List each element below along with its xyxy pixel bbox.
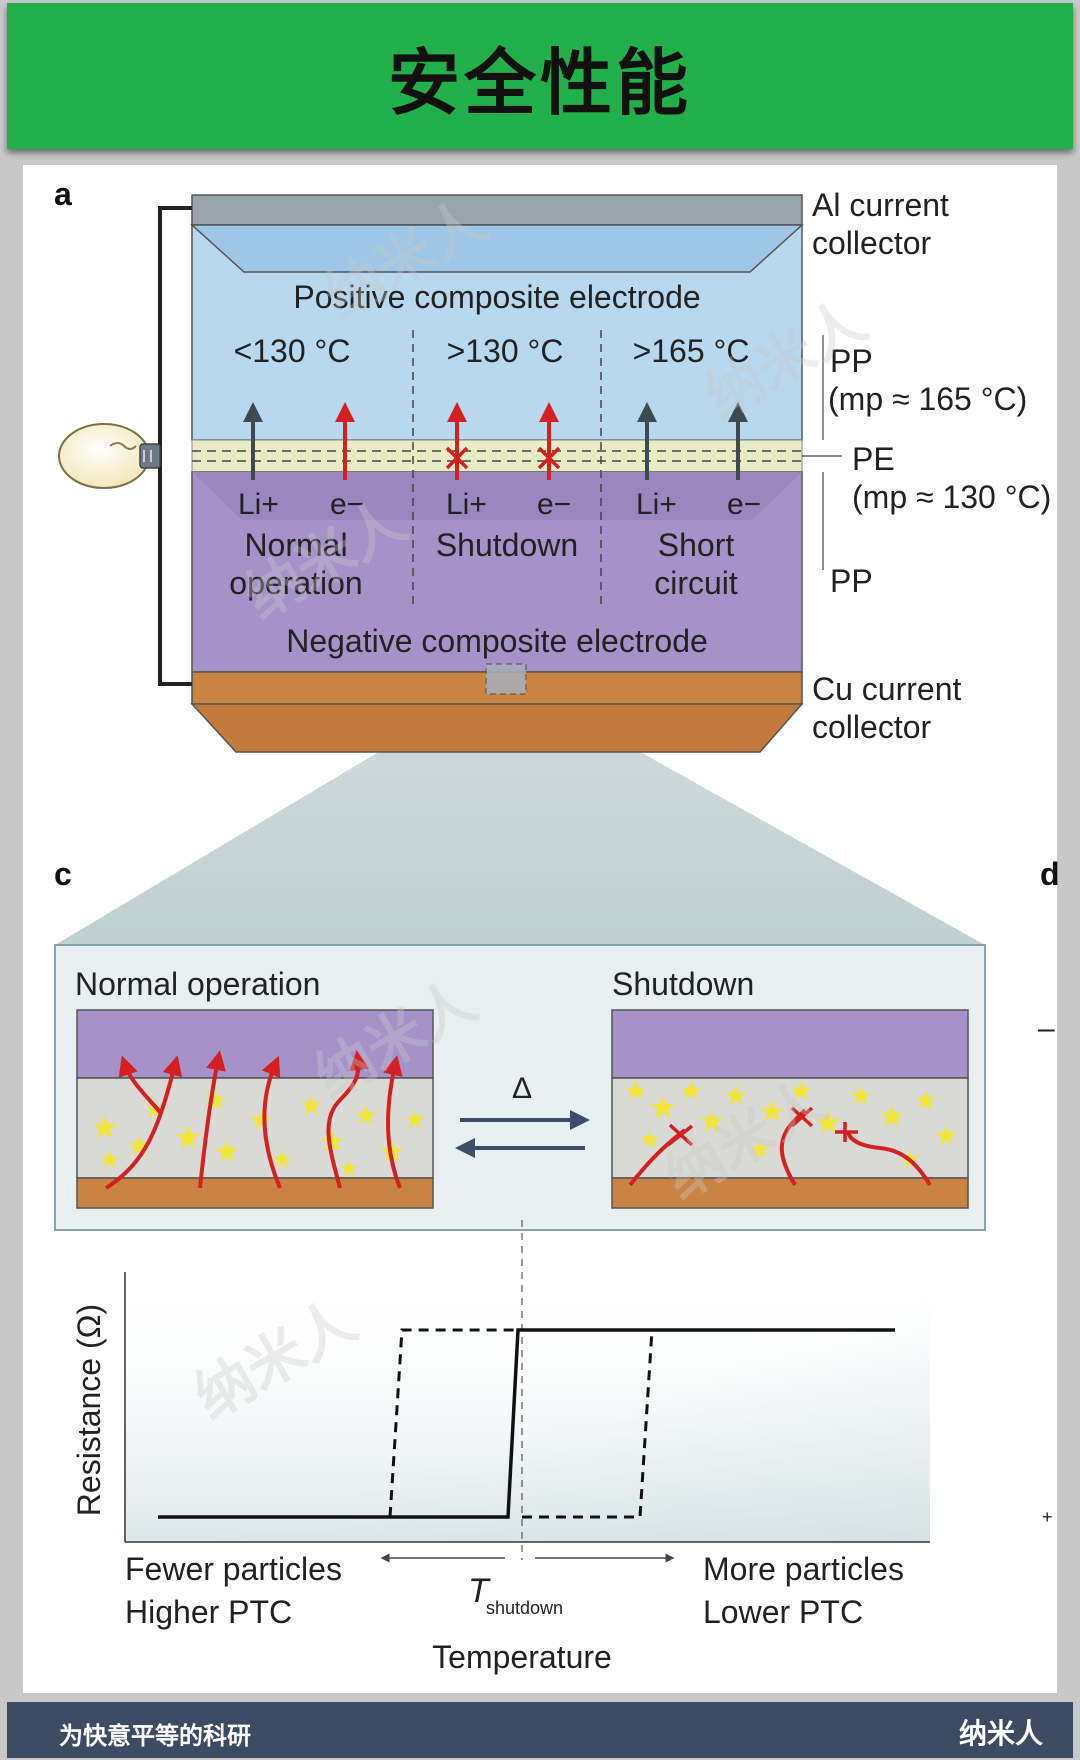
right-note-line1: More particles bbox=[703, 1551, 904, 1587]
pp-bottom-label: PP bbox=[830, 563, 873, 599]
inset-shutdown-title: Shutdown bbox=[612, 966, 754, 1002]
tshutdown-subscript: shutdown bbox=[486, 1598, 563, 1618]
external-circuit-wire bbox=[158, 206, 192, 686]
normal-operation-tile bbox=[76, 1009, 434, 1209]
inset-normal-title: Normal operation bbox=[75, 966, 320, 1002]
pe-mp: (mp ≈ 130 °C) bbox=[852, 479, 1051, 515]
al-current-collector bbox=[191, 194, 803, 226]
edge-plus: + bbox=[1042, 1507, 1053, 1527]
left-note-line2: Higher PTC bbox=[125, 1594, 292, 1630]
zoom-region bbox=[485, 663, 527, 695]
ptc-curve-solid bbox=[158, 1328, 895, 1519]
cu-collector-label-1: Cu current bbox=[812, 671, 962, 707]
pp-top-label: PP bbox=[830, 343, 873, 379]
e-label-normal: e− bbox=[330, 488, 364, 521]
title-banner: 安全性能 bbox=[7, 3, 1073, 149]
graph-xlabel: Temperature bbox=[432, 1639, 612, 1675]
state-shutdown: Shutdown bbox=[436, 527, 578, 563]
li-label-normal: Li+ bbox=[238, 488, 279, 521]
e-label-shutdown: e− bbox=[537, 488, 571, 521]
negative-electrode-label: Negative composite electrode bbox=[286, 623, 708, 659]
pe-label: PE bbox=[852, 441, 895, 477]
graph-shade bbox=[125, 1272, 930, 1542]
negative-electrode-face bbox=[192, 472, 802, 520]
zoom-funnel bbox=[55, 688, 985, 945]
state-normal-line2: operation bbox=[229, 565, 362, 601]
blocked-marks-shutdown bbox=[445, 446, 561, 470]
cu-collector-label-2: collector bbox=[812, 709, 932, 745]
li-label-shutdown: Li+ bbox=[446, 488, 487, 521]
graph-ylabel: Resistance (Ω) bbox=[71, 1304, 107, 1516]
ptc-curve-dashed-low bbox=[388, 1328, 522, 1518]
left-note-line1: Fewer particles bbox=[125, 1551, 342, 1587]
delta-symbol: Δ bbox=[512, 1072, 532, 1105]
separator-stack bbox=[191, 439, 803, 473]
temp-label-short: >165 °C bbox=[633, 333, 750, 369]
positive-electrode-top-face bbox=[190, 224, 804, 273]
li-label-short: Li+ bbox=[636, 488, 677, 521]
footer-brand-logo: 纳米人 bbox=[958, 1717, 1043, 1750]
page-title: 安全性能 bbox=[387, 40, 692, 125]
tshutdown-symbol: T bbox=[468, 1572, 491, 1610]
al-collector-label-1: Al current bbox=[812, 187, 949, 223]
right-note-line2: Lower PTC bbox=[703, 1594, 863, 1630]
panel-label-d: d bbox=[1040, 856, 1060, 892]
state-short-line1: Short bbox=[658, 527, 735, 563]
e-label-short: e− bbox=[727, 488, 761, 521]
footer-slogan: 为快意平等的科研 bbox=[59, 1722, 251, 1750]
temp-label-normal: <130 °C bbox=[234, 333, 351, 369]
panel-label-c: c bbox=[54, 856, 72, 892]
state-normal-line1: Normal bbox=[244, 527, 347, 563]
temp-label-shutdown: >130 °C bbox=[447, 333, 564, 369]
panel-label-a: a bbox=[54, 176, 72, 212]
positive-electrode-label: Positive composite electrode bbox=[293, 279, 700, 315]
light-bulb-icon bbox=[58, 423, 161, 489]
cu-collector-bottom-face bbox=[190, 703, 804, 753]
al-collector-label-2: collector bbox=[812, 225, 932, 261]
ptc-curve-dashed-high bbox=[522, 1329, 654, 1519]
footer-bar: 为快意平等的科研 纳米人 bbox=[7, 1702, 1073, 1758]
edge-minus: – bbox=[1038, 1012, 1055, 1045]
state-short-line2: circuit bbox=[654, 565, 738, 601]
pp-top-mp: (mp ≈ 165 °C) bbox=[828, 381, 1027, 417]
shutdown-tile bbox=[611, 1009, 969, 1209]
